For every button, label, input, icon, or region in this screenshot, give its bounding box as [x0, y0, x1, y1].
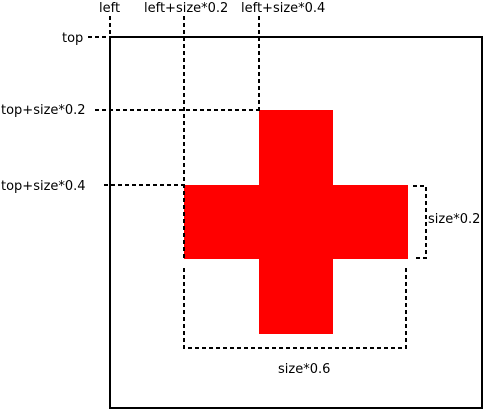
label-left: left: [99, 1, 120, 16]
label-size-02: size*0.2: [428, 212, 480, 227]
bracket-size-06: [183, 268, 407, 349]
label-size-06: size*0.6: [278, 362, 330, 377]
label-left-plus-04: left+size*0.4: [241, 1, 325, 16]
cross-horizontal-bar: [184, 185, 408, 259]
label-top-plus-04: top+size*0.4: [1, 179, 86, 194]
red-cross: [184, 110, 408, 334]
label-left-plus-02: left+size*0.2: [144, 1, 228, 16]
label-top: top: [62, 31, 83, 46]
outer-square: [109, 36, 483, 409]
bracket-size-02: [413, 185, 427, 259]
label-top-plus-02: top+size*0.2: [1, 103, 86, 118]
